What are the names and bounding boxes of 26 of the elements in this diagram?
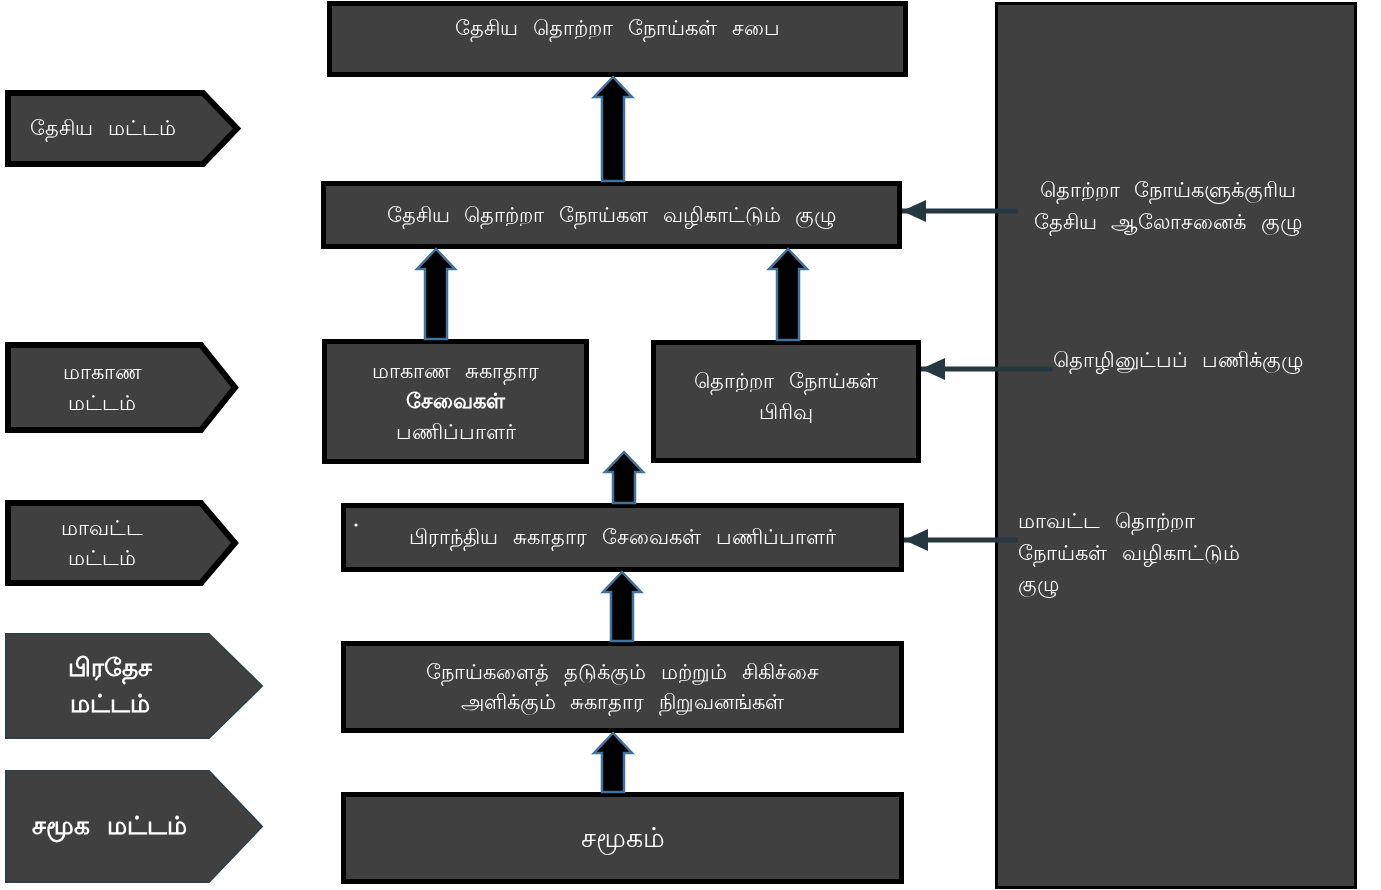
side-panel [995,2,1357,889]
block-arrow [591,731,635,794]
box-label: பிராந்திய சுகாதார சேவைகள் பணிப்பாளர் [409,524,836,553]
level-label: பிரதேச மட்டம் [66,651,153,720]
committee-label: மாவட்ட தொற்றா நோய்கள் வழிகாட்டும் குழு [1018,506,1273,601]
arrow [904,529,1018,551]
committee-label: தொற்றா நோய்களுக்குரிய தேசிய ஆலோசனைக் குழு [1018,175,1318,238]
process-box: தொற்றா நோய்கள் பிரிவு [651,340,921,463]
block-arrow [766,247,810,342]
process-box: மாகாண சுகாதார சேவைகள் பணிப்பாளர் [322,339,589,464]
block-arrow [591,75,635,183]
process-box [341,503,904,572]
arrow [902,200,1018,222]
level-label: சமூக மட்டம் [32,810,187,845]
process-box: சமூகம் [341,792,904,884]
process-box: தேசிய தொற்றா நோய்கள வழிகாட்டும் குழு [321,181,902,249]
process-box: நோய்களைத் தடுக்கும் மற்றும் சிகிச்சை அளிக்கும் சுகாதார நிறுவனங்கள் [341,641,904,733]
level-label: மாகாண மட்டம் [61,359,143,417]
level-label: தேசிய மட்டம் [30,115,176,144]
arrow [921,358,1053,380]
block-arrow [602,450,646,505]
block-arrow [600,570,644,643]
process-box: தேசிய தொற்றா நோய்கள் சபை [327,1,908,77]
level-label: மாவட்ட மட்டம் [60,514,144,572]
block-arrow [414,247,458,341]
committee-label: தொழினுட்பப் பணிக்குழு [1052,345,1304,377]
